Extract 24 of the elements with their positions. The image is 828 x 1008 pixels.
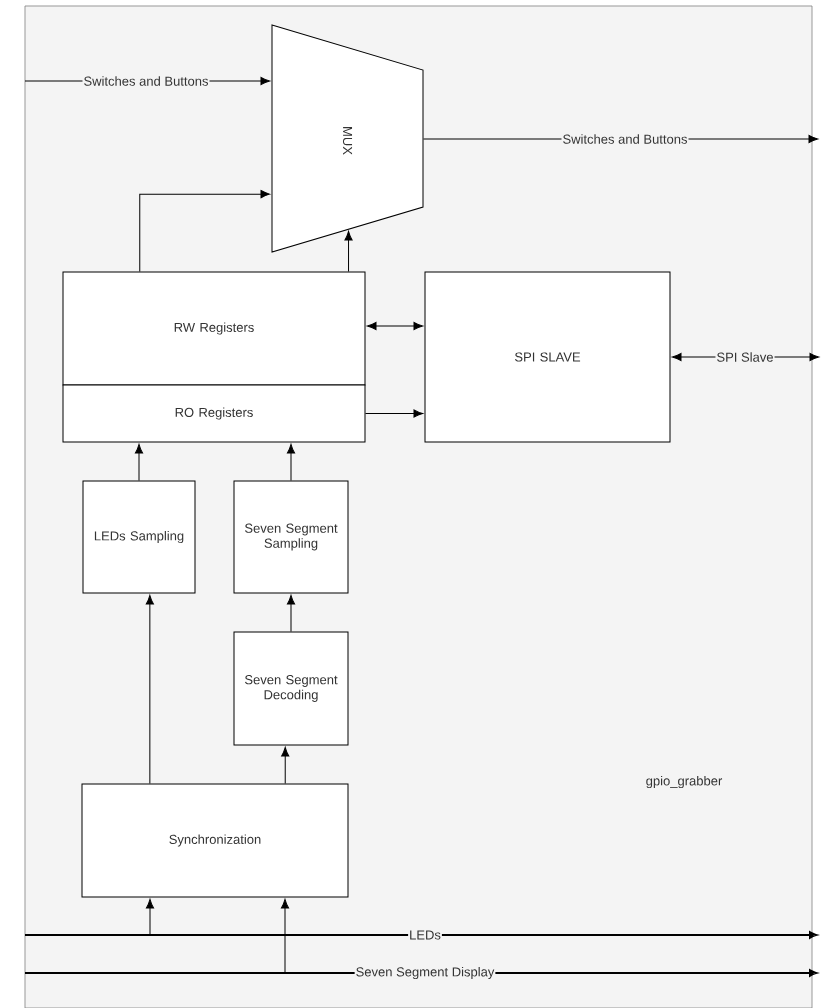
mux-trapezoid: MUX <box>271 24 424 253</box>
arrow <box>286 594 296 632</box>
arrow <box>344 230 353 272</box>
process-box: Seven Segment Sampling <box>233 480 349 594</box>
arrow <box>365 409 424 418</box>
arrow <box>366 321 424 331</box>
block-label: gpio_grabber <box>646 775 723 789</box>
arrow <box>145 594 154 784</box>
arrow <box>281 746 290 784</box>
arrow <box>145 898 155 936</box>
edge-label: SPI Slave <box>715 351 775 363</box>
process-box: Seven Segment Decoding <box>233 631 349 746</box>
register-box: RO Registers <box>62 384 366 443</box>
arrow <box>286 443 296 481</box>
process-box: Synchronization <box>81 783 349 898</box>
register-box: RW Registers <box>62 271 366 386</box>
process-box: SPI SLAVE <box>424 271 671 443</box>
arrow <box>280 898 290 974</box>
edge-label: Switches and Buttons <box>561 133 689 145</box>
arrow <box>134 443 144 481</box>
process-box: LEDs Sampling <box>82 480 196 594</box>
signal-label: LEDs <box>408 929 442 941</box>
arrow <box>139 190 271 272</box>
edge-label: Switches and Buttons <box>82 75 210 87</box>
